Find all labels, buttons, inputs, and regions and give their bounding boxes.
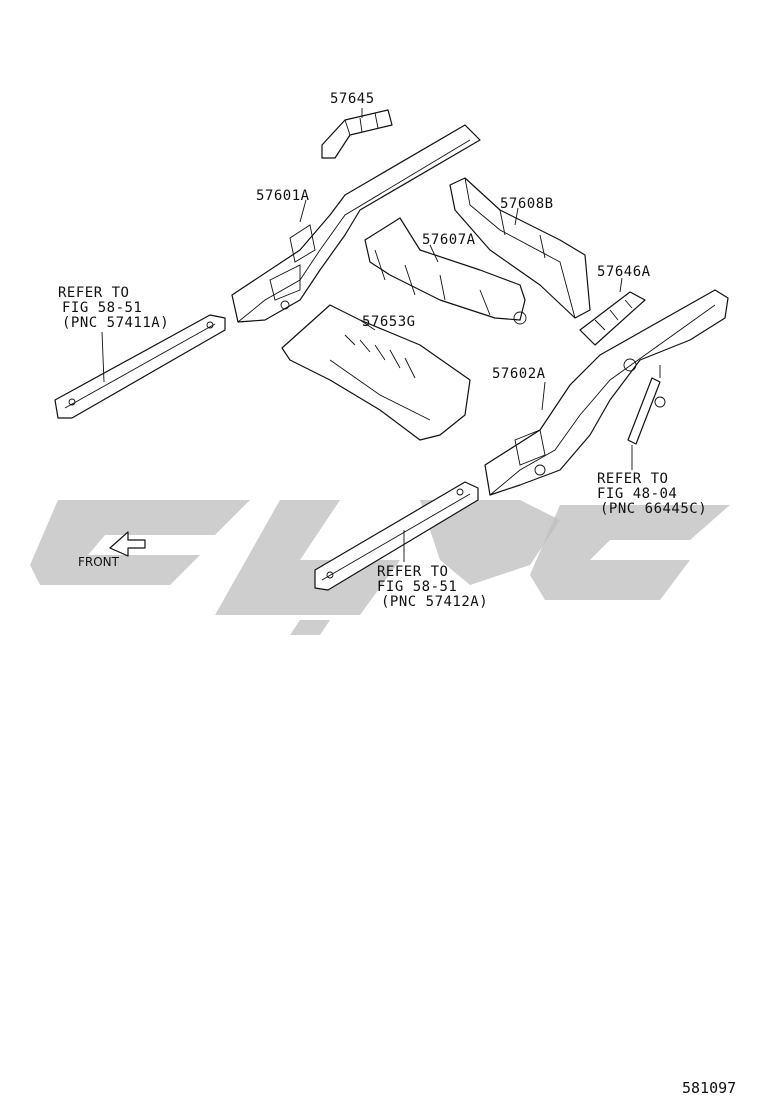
part-57645[interactable] <box>321 109 393 159</box>
ref-right-line1: REFER TO <box>597 471 668 487</box>
label-57601a: 57601A <box>256 188 310 204</box>
ref-center-line3: (PNC 57412A) <box>381 594 488 610</box>
part-57646a[interactable] <box>579 291 646 346</box>
front-arrow-icon <box>109 531 146 557</box>
ref-center-line1: REFER TO <box>377 564 448 580</box>
part-57412a[interactable] <box>314 481 479 591</box>
watermark <box>30 500 730 635</box>
part-57411a[interactable] <box>54 314 226 419</box>
ref-right-line3: (PNC 66445C) <box>600 501 707 517</box>
part-57601a[interactable] <box>231 124 481 323</box>
ref-left-line3: (PNC 57411A) <box>62 315 169 331</box>
part-57608b[interactable] <box>449 177 591 319</box>
label-57607a: 57607A <box>422 232 476 248</box>
label-57608b: 57608B <box>500 196 554 212</box>
label-57645: 57645 <box>330 91 375 107</box>
label-57602a: 57602A <box>492 366 546 382</box>
ref-left-line2: FIG 58-51 <box>62 300 142 316</box>
front-label: FRONT <box>78 555 120 569</box>
ref-center-line2: FIG 58-51 <box>377 579 457 595</box>
label-57653g: 57653G <box>362 314 416 330</box>
part-66445c[interactable] <box>627 377 666 445</box>
label-57646a: 57646A <box>597 264 651 280</box>
ref-right-line2: FIG 48-04 <box>597 486 677 502</box>
part-57607a[interactable] <box>364 217 527 325</box>
figure-id: 581097 <box>682 1079 736 1097</box>
part-57653g[interactable] <box>281 304 471 441</box>
part-57602a[interactable] <box>484 289 729 496</box>
ref-left-line1: REFER TO <box>58 285 129 301</box>
